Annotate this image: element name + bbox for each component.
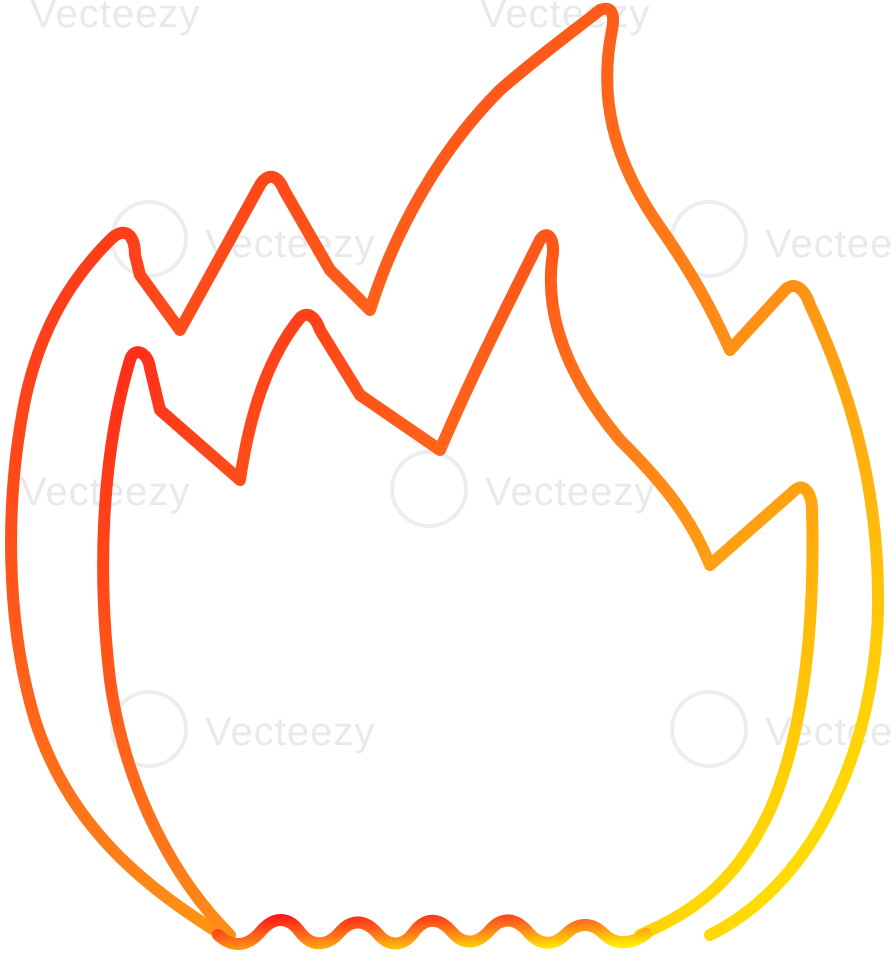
- outer-flame-outline: [5, 2, 885, 941]
- inner-flame-outline: [97, 229, 819, 941]
- flame-base-wave: [212, 914, 652, 950]
